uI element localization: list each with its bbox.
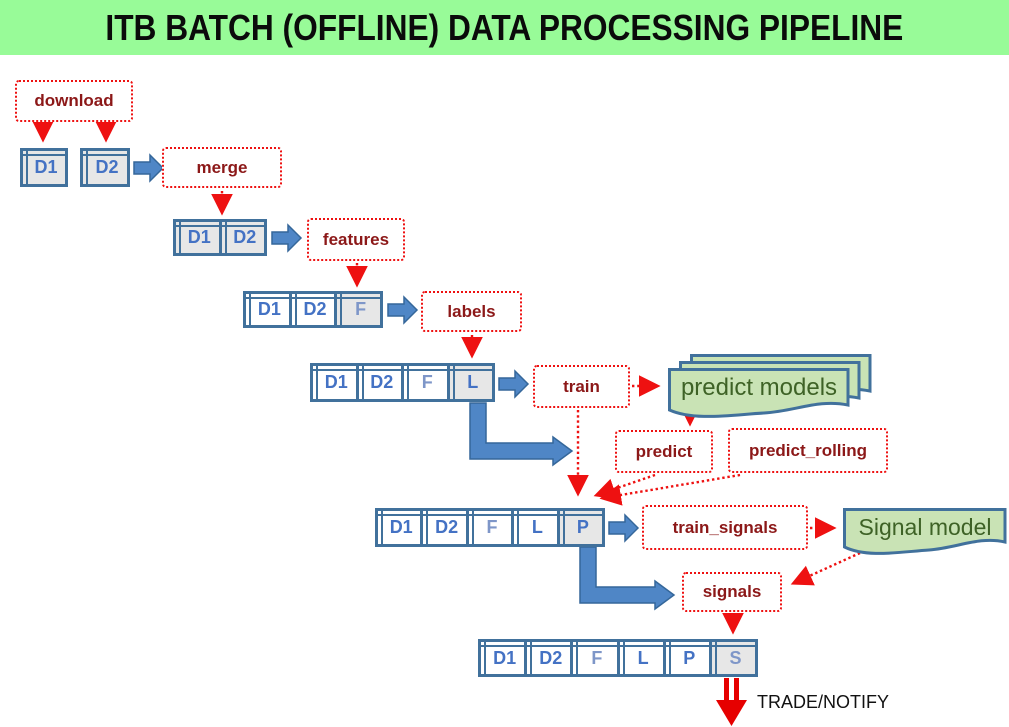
table-cell: D1 — [246, 294, 289, 325]
flow-arrow-d2-to-merge — [133, 153, 165, 183]
table-cell: F — [401, 366, 447, 399]
flow-arrow-labels-to-train — [498, 369, 530, 399]
table-cell: P — [556, 511, 603, 544]
table-cell: L — [616, 642, 663, 674]
table-cell: D2 — [83, 151, 127, 184]
table-cell: D1 — [176, 222, 219, 253]
table-cell: S — [708, 642, 756, 674]
action-labels: labels — [421, 291, 522, 332]
action-predict-rolling: predict_rolling — [728, 428, 888, 473]
arrow-signal-model-to-signals — [790, 551, 861, 586]
predict-models-label: predict models — [680, 374, 838, 401]
elbow-arrow-predictions-table-down — [579, 546, 676, 611]
table-cell: L — [511, 511, 558, 544]
flow-arrow-table-to-train-signals — [608, 513, 640, 543]
action-signals: signals — [682, 572, 782, 612]
table-with-features: D1 D2 F — [243, 291, 383, 328]
flow-arrow-features-to-labels — [387, 295, 419, 325]
table-cell: D1 — [481, 642, 525, 674]
table-cell: F — [570, 642, 617, 674]
table-d1: D1 — [20, 148, 68, 187]
action-predict: predict — [615, 430, 713, 473]
signal-model-shape — [843, 508, 1007, 556]
table-cell: D1 — [313, 366, 356, 399]
arrow-predict-to-p-cell — [593, 473, 656, 500]
table-d2: D2 — [80, 148, 130, 187]
table-with-labels: D1 D2 F L — [310, 363, 495, 402]
table-cell: D2 — [420, 511, 467, 544]
trade-notify-label: TRADE/NOTIFY — [757, 692, 890, 712]
table-cell: F — [465, 511, 512, 544]
table-with-signals: D1 D2 F L P S — [478, 639, 758, 677]
elbow-arrow-labels-table-down — [469, 402, 574, 467]
page-title: ITB BATCH (OFFLINE) DATA PROCESSING PIPE… — [105, 6, 904, 48]
table-merged: D1 D2 — [173, 219, 267, 256]
action-merge: merge — [162, 147, 282, 188]
table-cell: F — [334, 294, 381, 325]
table-cell: D2 — [288, 294, 335, 325]
flow-arrow-merged-to-features — [271, 223, 303, 253]
arrow-predict-rolling-to-p-cell — [599, 473, 741, 506]
table-cell: D1 — [23, 151, 65, 184]
table-cell: L — [446, 366, 492, 399]
predict-models-shape — [668, 368, 850, 418]
table-cell: D1 — [378, 511, 421, 544]
action-features: features — [307, 218, 405, 261]
action-train: train — [533, 365, 630, 408]
signal-model-label: Signal model — [858, 513, 992, 540]
action-train-signals: train_signals — [642, 505, 808, 550]
table-cell: D2 — [524, 642, 571, 674]
action-download: download — [15, 80, 133, 122]
table-cell: D2 — [355, 366, 401, 399]
title-bar: ITB BATCH (OFFLINE) DATA PROCESSING PIPE… — [0, 0, 1009, 55]
table-cell: D2 — [218, 222, 264, 253]
table-with-predictions: D1 D2 F L P — [375, 508, 605, 547]
trade-arrow — [716, 678, 747, 726]
table-cell: P — [662, 642, 710, 674]
